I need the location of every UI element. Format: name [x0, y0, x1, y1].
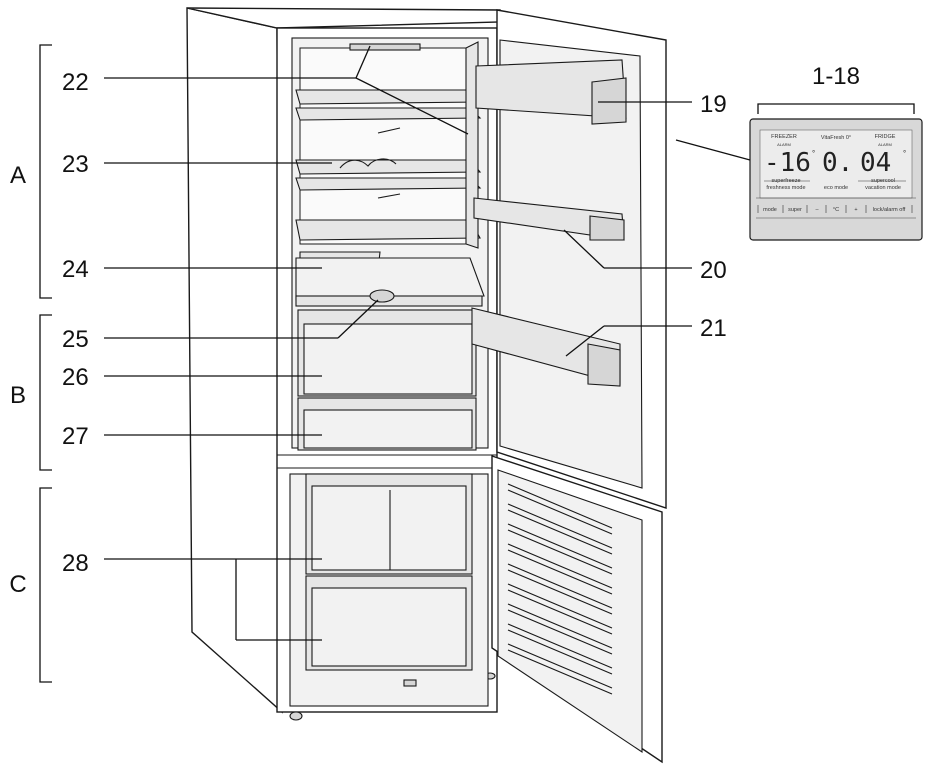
freezer-door-vents: [507, 483, 613, 695]
celsius-button[interactable]: °C: [833, 207, 839, 213]
bracket-a: [39, 44, 52, 299]
bottle-rack: [339, 158, 397, 169]
fridge-door: [471, 9, 667, 509]
freshness-mode-label: freshness mode: [766, 185, 805, 191]
control-buttons: mode super – °C + lock/alarm off: [757, 205, 913, 213]
callout-22: 22: [62, 69, 89, 96]
superfreeze-label: superfreeze: [771, 178, 800, 184]
section-brackets: A B C: [9, 44, 52, 683]
glass-shelf: [295, 177, 482, 191]
bracket-c: [39, 487, 52, 683]
callout-20: 20: [700, 257, 727, 284]
bracket-1-18: [757, 103, 915, 114]
lock-alarm-off-button[interactable]: lock/alarm off: [873, 207, 906, 213]
cabinet-side-panel: [186, 7, 283, 714]
section-label-c: C: [9, 571, 26, 598]
vacation-mode-label: vacation mode: [865, 185, 901, 191]
callout-25: 25: [62, 326, 89, 353]
vitafresh-label: VitaFresh 0°: [821, 135, 851, 141]
freezer-compartment: [289, 473, 489, 707]
fridge-label: FRIDGE: [875, 134, 896, 140]
control-panel: FREEZER VitaFresh 0° FRIDGE ALARM ALARM …: [675, 118, 923, 241]
glass-shelf: [295, 219, 481, 241]
glass-shelf: [295, 159, 482, 175]
callout-24: 24: [62, 256, 89, 283]
section-label-b: B: [10, 382, 26, 409]
fridge-compartment: [291, 37, 489, 451]
glass-shelf: [295, 107, 482, 121]
freezer-degree-symbol: °: [812, 149, 815, 158]
fridge-temperature: 04: [860, 148, 891, 178]
callout-27: 27: [62, 423, 89, 450]
callout-1-18: 1-18: [812, 63, 860, 90]
callout-23: 23: [62, 151, 89, 178]
freezer-label: FREEZER: [771, 134, 797, 140]
fridge-degree-symbol: °: [903, 149, 906, 158]
eco-mode-label: eco mode: [824, 185, 848, 191]
minus-button[interactable]: –: [815, 207, 819, 213]
freezer-door: [491, 455, 663, 764]
callouts-right: 19 20 21 1-18: [563, 63, 915, 357]
cabinet-foot: [289, 711, 303, 721]
freezer-door-liner: [497, 469, 643, 754]
glass-shelf: [295, 89, 482, 105]
callout-26: 26: [62, 364, 89, 391]
supercool-label: supercool: [871, 178, 895, 184]
alarm-indicator-right: ALARM: [878, 142, 892, 147]
plus-button[interactable]: +: [854, 207, 857, 213]
freezer-temperature: -16: [764, 148, 811, 178]
vitafresh-temperature: 0.: [822, 148, 853, 178]
alarm-indicator-left: ALARM: [777, 142, 791, 147]
humidity-control-knob: [369, 289, 395, 303]
callouts-left: 22 23 24 25 26 27 28: [62, 45, 469, 641]
callout-28: 28: [62, 550, 89, 577]
callout-21: 21: [700, 315, 727, 342]
crisper-cover: [295, 257, 485, 301]
display-screen: [759, 129, 913, 199]
callout-19: 19: [700, 91, 727, 118]
section-label-a: A: [10, 162, 26, 189]
bracket-b: [39, 314, 52, 471]
mode-button[interactable]: mode: [763, 207, 777, 213]
super-button[interactable]: super: [788, 207, 802, 213]
